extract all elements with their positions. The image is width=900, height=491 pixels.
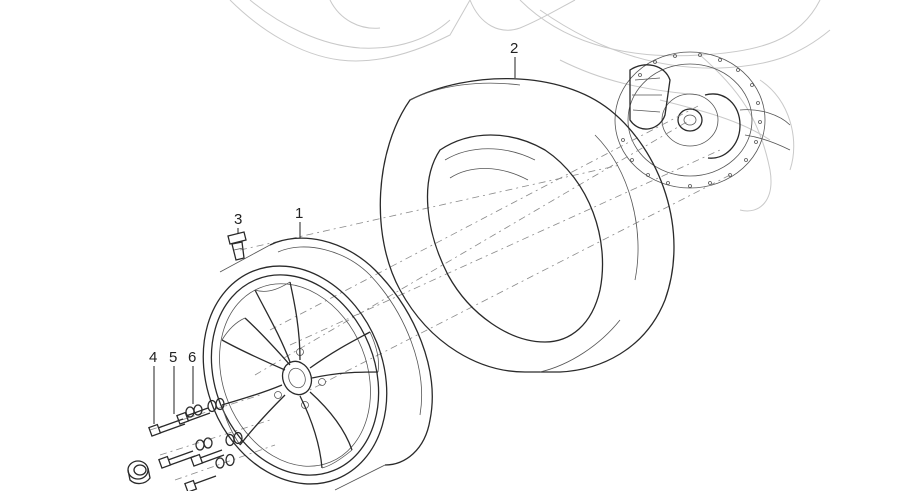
bolts	[148, 407, 225, 491]
hub-cap	[127, 460, 151, 485]
callout-4: 4	[149, 349, 157, 366]
callout-3: 3	[234, 211, 242, 228]
callout-1: 1	[295, 205, 303, 222]
wheel-rim	[202, 237, 433, 491]
washers-and-spacers	[185, 397, 243, 469]
brake-disc-assembly	[614, 51, 791, 189]
callout-5: 5	[169, 349, 177, 366]
scooter-body-outline	[229, 0, 831, 212]
tyre	[379, 77, 675, 373]
callout-6: 6	[188, 349, 196, 366]
tyre-valve	[227, 231, 247, 261]
callout-2: 2	[510, 40, 518, 57]
